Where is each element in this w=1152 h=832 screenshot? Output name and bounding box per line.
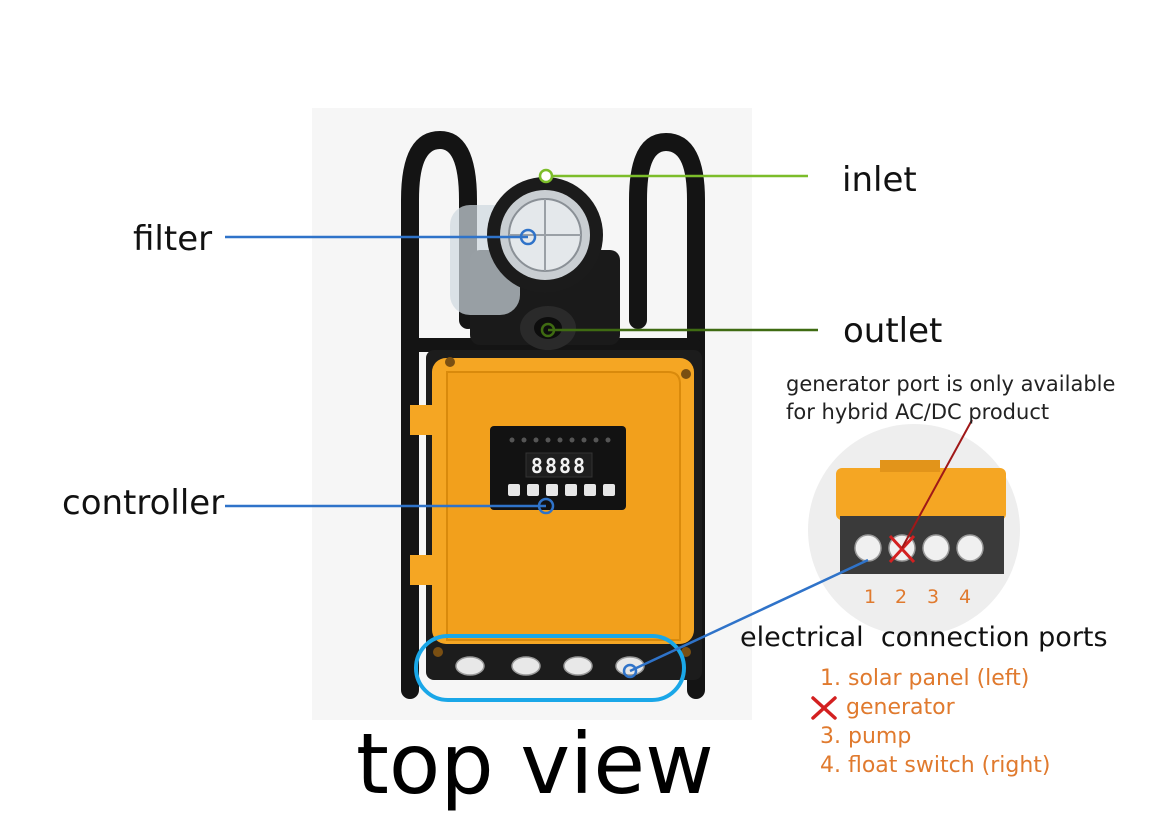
ports-leader xyxy=(629,558,869,673)
outlet-marker xyxy=(540,322,556,338)
electrical-ports-label: electrical connection ports xyxy=(740,622,1108,653)
port-item-4: 4. float switch (right) xyxy=(820,753,1051,778)
port-number-1: 1 xyxy=(864,586,877,608)
inlet-marker xyxy=(538,168,554,184)
controller-marker xyxy=(537,497,555,515)
generator-note-line1: generator port is only available xyxy=(786,372,1116,396)
port-list: 1. solar panel (left) generator 3. pump … xyxy=(811,664,1051,780)
display-digits: 8888 xyxy=(531,454,587,478)
cross-icon xyxy=(811,696,837,720)
controller-box xyxy=(410,350,702,680)
generator-note: generator port is only available for hyb… xyxy=(786,370,1115,426)
port-number-4: 4 xyxy=(959,586,972,608)
port-item-2-label: generator xyxy=(846,695,955,720)
inlet-label: inlet xyxy=(842,160,917,200)
port-number-2: 2 xyxy=(895,586,908,608)
port-item-1: 1. solar panel (left) xyxy=(820,666,1030,691)
port-number-3: 3 xyxy=(927,586,940,608)
outlet-pipe xyxy=(520,306,576,350)
filter-marker xyxy=(519,228,537,246)
port-item-3: 3. pump xyxy=(820,724,912,749)
generator-note-line2: for hybrid AC/DC product xyxy=(786,400,1050,424)
ports-marker xyxy=(622,663,638,679)
control-panel xyxy=(490,426,626,510)
ports-highlight-ring xyxy=(414,634,686,702)
inset-photo xyxy=(808,424,1020,636)
filter-housing xyxy=(487,177,603,293)
generator-note-pointer xyxy=(901,419,973,549)
port-item-2: generator xyxy=(811,693,1050,722)
outlet-label: outlet xyxy=(843,311,943,351)
view-title: top view xyxy=(356,715,714,813)
controller-label: controller xyxy=(62,483,225,523)
filter-label: filter xyxy=(133,219,213,259)
